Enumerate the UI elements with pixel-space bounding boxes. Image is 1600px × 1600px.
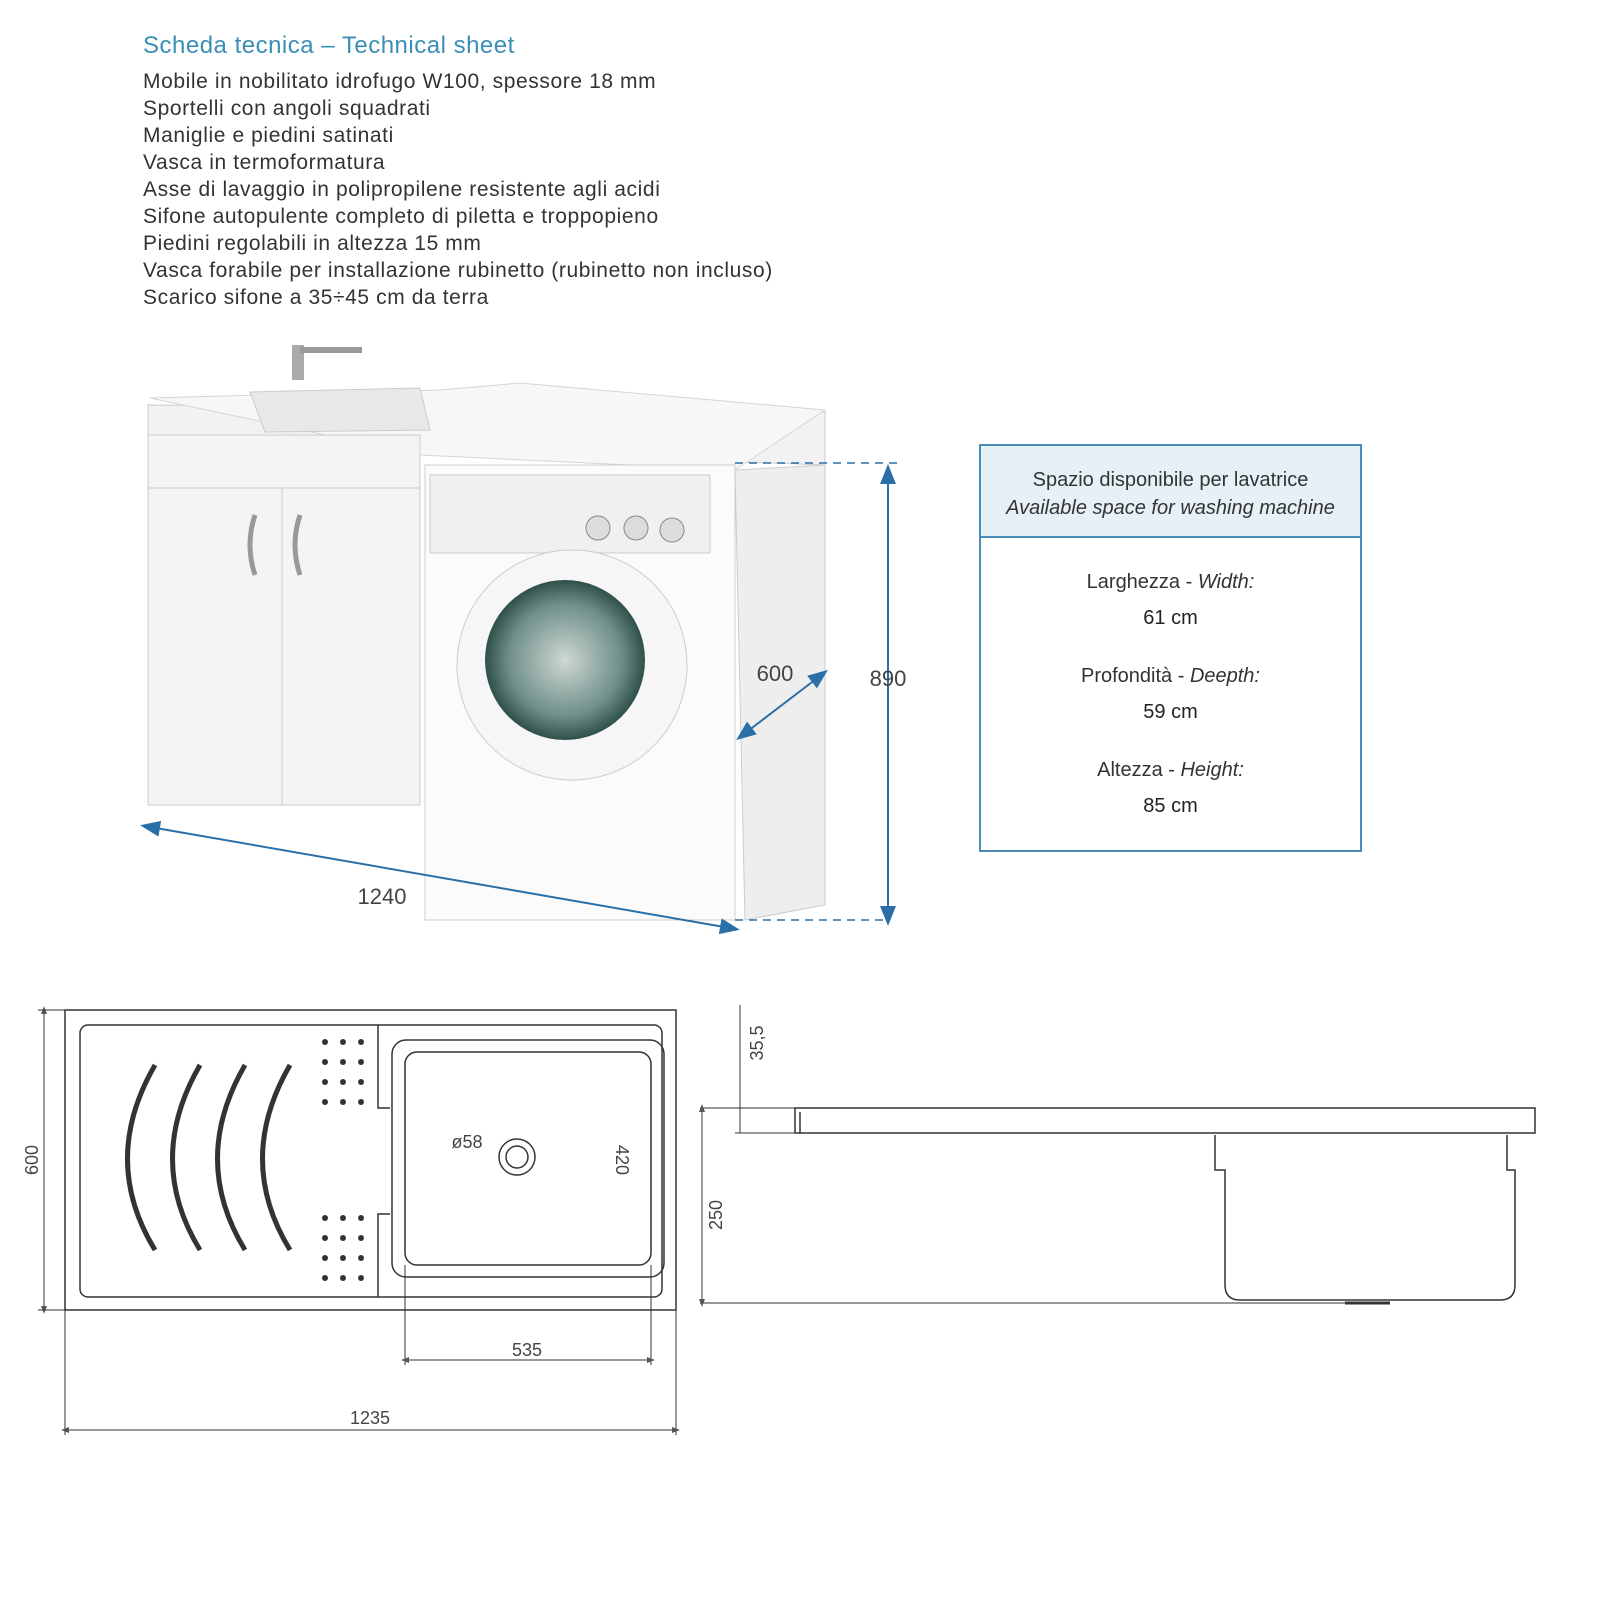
plan-depth-label: 600 [22,1145,42,1175]
box-title-it: Spazio disponibile per lavatrice [1032,469,1309,491]
total-width-label: 1235 [350,1408,390,1428]
page-title: Scheda tecnica – Technical sheet [143,32,515,59]
entry-value: 61 cm [1143,607,1198,629]
door-handle [247,514,258,576]
side-height-label: 250 [706,1200,726,1230]
product-dimensions: 1240 600 890 [140,462,907,935]
width-entry: Larghezza - Width: 61 cm [981,568,1360,632]
depth-dimension-line [736,669,828,741]
spec-item: Vasca forabile per installazione rubinet… [143,259,773,282]
product-illustration [147,345,827,921]
entry-label-en: Width: [1197,571,1255,593]
spec-item: Scarico sifone a 35÷45 cm da terra [143,286,489,309]
entry-label-it: Larghezza - [1086,571,1198,593]
spec-item: Sifone autopulente completo di piletta e… [143,205,659,228]
top-thickness-label: 35,5 [747,1025,767,1060]
box-title-en: Available space for washing machine [1006,497,1335,519]
height-label: 890 [870,666,907,691]
height-entry: Altezza - Height: 85 cm [981,756,1360,820]
washing-machine-space-box: Spazio disponibile per lavatrice Availab… [979,444,1362,852]
side-view [699,1005,1536,1307]
plan-view [38,1006,680,1435]
basin-profile [1214,1135,1516,1301]
drain-icon [498,1138,536,1176]
entry-label-it: Altezza - [1097,759,1181,781]
entry-value: 59 cm [1143,701,1198,723]
basin [404,1051,652,1266]
entry-label-en: Height: [1180,759,1244,781]
washer-door [485,580,645,740]
width-dimension-line [140,820,740,935]
spec-item: Maniglie e piedini satinati [143,124,394,147]
entry-label-en: Deepth: [1189,665,1260,687]
entry-label-it: Profondità - [1080,665,1190,687]
depth-entry: Profondità - Deepth: 59 cm [981,662,1360,726]
cabinet [147,434,421,806]
width-label: 1240 [358,884,407,909]
basin-width-label: 535 [512,1340,542,1360]
faucet-icon [292,345,362,380]
box-header: Spazio disponibile per lavatrice Availab… [981,446,1360,538]
spec-list: Mobile in nobilitato idrofugo W100, spes… [143,68,773,311]
drain-diameter-label: ø58 [451,1132,482,1152]
depth-label: 600 [757,661,794,686]
spec-item: Vasca in termoformatura [143,151,386,174]
spec-item: Piedini regolabili in altezza 15 mm [143,232,482,255]
basin-depth-label: 420 [612,1145,632,1175]
spec-item: Mobile in nobilitato idrofugo W100, spes… [143,70,657,93]
spec-item: Asse di lavaggio in polipropilene resist… [143,178,661,201]
spec-item: Sportelli con angoli squadrati [143,97,431,120]
door-handle [292,514,303,576]
entry-value: 85 cm [1143,795,1198,817]
